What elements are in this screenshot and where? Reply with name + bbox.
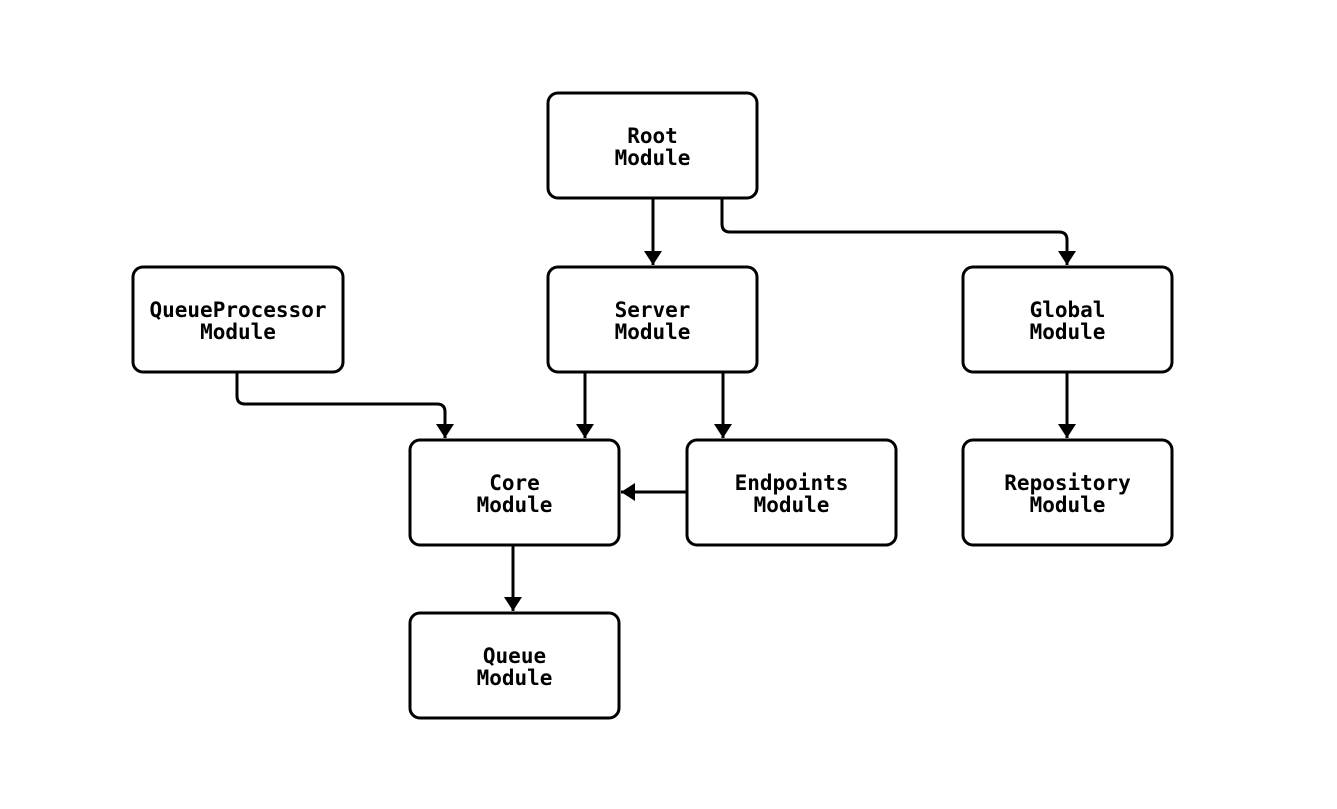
- node-core-box[interactable]: [408, 438, 621, 547]
- node-queue-label-line1: Queue: [483, 644, 546, 668]
- node-core-label-line2: Module: [477, 493, 553, 517]
- node-global-box[interactable]: [961, 265, 1174, 374]
- node-core-module[interactable]: Core Module: [408, 438, 621, 547]
- node-global-module[interactable]: Global Module: [961, 265, 1174, 374]
- node-repository-label-line1: Repository: [1004, 471, 1131, 495]
- node-global-label-line1: Global: [1030, 298, 1106, 322]
- node-endpoints-module[interactable]: Endpoints Module: [685, 438, 898, 547]
- node-queue-module[interactable]: Queue Module: [408, 611, 621, 720]
- node-root-label-line1: Root: [627, 124, 678, 148]
- node-queue-label-line2: Module: [477, 666, 553, 690]
- node-endpoints-box[interactable]: [685, 438, 898, 547]
- node-repository-module[interactable]: Repository Module: [961, 438, 1174, 547]
- node-server-label-line2: Module: [615, 320, 691, 344]
- node-endpoints-label-line1: Endpoints: [735, 471, 849, 495]
- edge-root-to-global: [720, 198, 1076, 265]
- node-repository-box[interactable]: [961, 438, 1174, 547]
- node-queueprocessor-module[interactable]: QueueProcessor Module: [131, 265, 345, 374]
- edge-queueprocessor-to-core: [235, 372, 454, 438]
- node-core-label-line1: Core: [489, 471, 540, 495]
- node-root-label-line2: Module: [615, 146, 691, 170]
- node-queue-box[interactable]: [408, 611, 621, 720]
- node-server-box[interactable]: [546, 265, 759, 374]
- node-queueprocessor-box[interactable]: [131, 265, 345, 374]
- node-root-box[interactable]: [546, 91, 759, 200]
- node-queueprocessor-label-line1: QueueProcessor: [149, 298, 326, 322]
- node-queueprocessor-label-line2: Module: [200, 320, 276, 344]
- node-repository-label-line2: Module: [1030, 493, 1106, 517]
- node-global-label-line2: Module: [1030, 320, 1106, 344]
- node-server-module[interactable]: Server Module: [546, 265, 759, 374]
- diagram-edges: [235, 198, 1076, 611]
- node-server-label-line1: Server: [615, 298, 691, 322]
- node-root-module[interactable]: Root Module: [546, 91, 759, 200]
- node-endpoints-label-line2: Module: [754, 493, 830, 517]
